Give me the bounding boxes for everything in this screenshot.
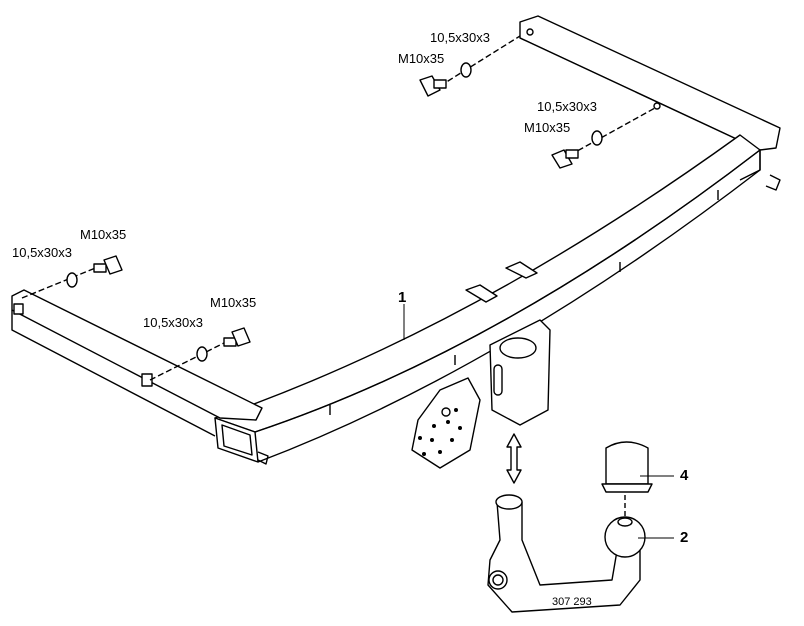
- left-side-arm: [11, 289, 269, 465]
- right-side-arm: [519, 15, 781, 191]
- bolt-label-mid: M10x35: [210, 295, 257, 310]
- bolt-washer-mid: [149, 327, 251, 381]
- washer-label-left: 10,5x30x3: [12, 245, 72, 260]
- main-cross-beam: [214, 134, 761, 463]
- bolt-washer-top: [419, 35, 521, 97]
- bolt-label-top: M10x35: [398, 51, 445, 66]
- ball-cap: [601, 441, 653, 493]
- hitch-receiver: [411, 319, 551, 469]
- bolt-label-left: M10x35: [80, 227, 127, 242]
- part-number-1: 1: [398, 289, 407, 306]
- part-number-2: 2: [680, 529, 689, 546]
- part-stamp: 307 293: [552, 596, 592, 608]
- ball-neck: 307 293: [487, 494, 646, 613]
- bolt-washer-right: [551, 107, 656, 169]
- washer-label-mid: 10,5x30x3: [143, 315, 203, 330]
- bolt-label-right: M10x35: [524, 120, 571, 135]
- double-arrow-icon: [506, 433, 522, 484]
- washer-label-top: 10,5x30x3: [430, 30, 490, 45]
- washer-label-right: 10,5x30x3: [537, 99, 597, 114]
- part-number-4: 4: [680, 467, 689, 484]
- bolt-washer-left: [21, 255, 123, 299]
